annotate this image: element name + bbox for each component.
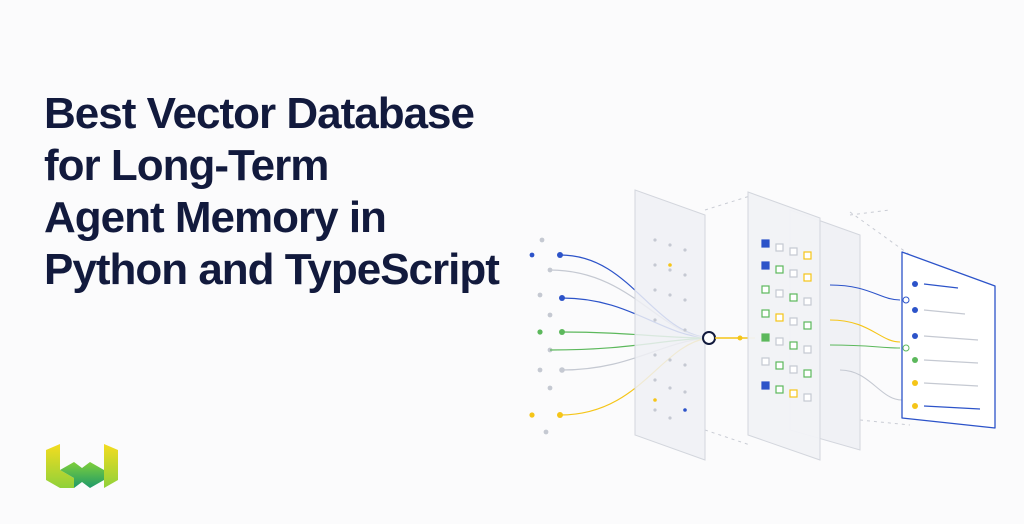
title-line-3: Agent Memory in [44,193,387,242]
guide-lines [704,195,911,446]
output-curves [829,284,903,401]
title-line-2: for Long-Term [44,141,329,190]
index-grid [761,239,812,402]
title-line-1: Best Vector Database [44,89,475,138]
page-title: Best Vector Database for Long-Term Agent… [44,88,584,296]
w-logo-icon [46,444,118,488]
focal-node [702,331,716,345]
title-line-4: Python and TypeScript [44,245,500,294]
index-panels [747,191,861,461]
vector-pipeline-illustration [529,189,996,461]
embedding-panel [634,189,706,461]
input-dots [529,237,565,435]
memory-card [901,251,996,429]
